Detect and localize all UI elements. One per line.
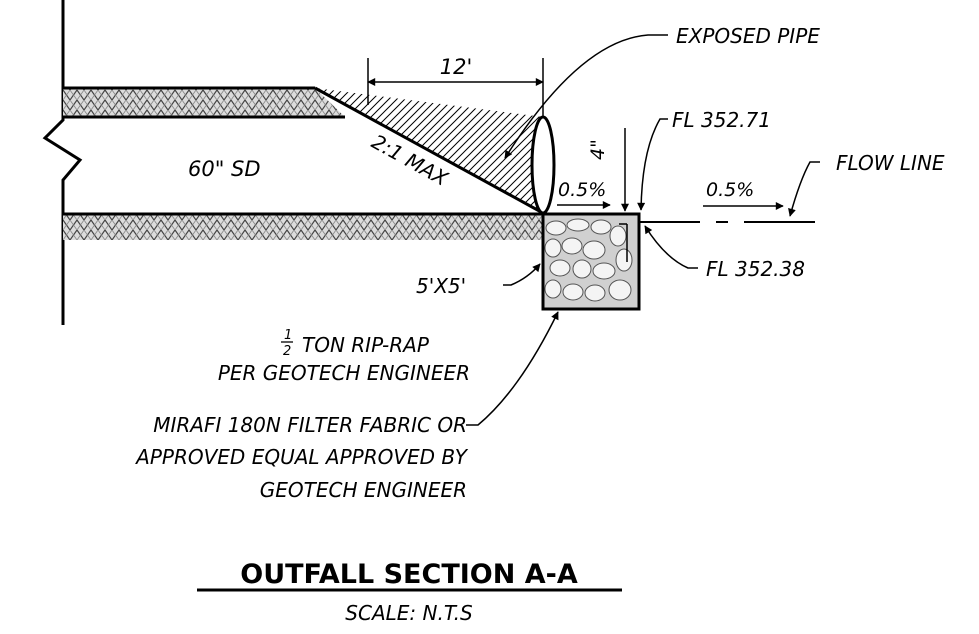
fabric-line-3: GEOTECH ENGINEER — [260, 478, 467, 502]
grade-label-left: 0.5% — [558, 179, 606, 201]
fl-top-label: FL 352.71 — [672, 108, 771, 132]
leader-flow-line — [788, 161, 820, 217]
drop-label: 4" — [587, 139, 609, 160]
exposed-pipe-label: EXPOSED PIPE — [676, 24, 820, 48]
section-title: OUTFALL SECTION A-A — [240, 559, 578, 590]
leader-exposed-pipe — [504, 34, 668, 159]
grade-label-right: 0.5% — [706, 179, 754, 201]
fl-bottom-label: FL 352.38 — [706, 257, 805, 281]
pipe-top-line — [63, 86, 345, 119]
fabric-line-2: APPROVED EQUAL APPROVED BY — [134, 445, 469, 469]
leader-filter-fabric — [466, 311, 559, 426]
riprap-fraction-numerator: 1 — [284, 328, 292, 343]
leader-fl-top — [637, 118, 668, 211]
riprap-line-2: PER GEOTECH ENGINEER — [218, 361, 470, 385]
scale-note: SCALE: N.T.S — [345, 601, 473, 625]
riprap-size-label: 5'X5' — [416, 274, 466, 298]
exposed-pipe-end — [530, 115, 556, 215]
left-wall-break-line — [42, 0, 83, 325]
riprap-fraction-denominator: 2 — [283, 344, 291, 359]
leader-fl-bottom — [644, 225, 698, 269]
fabric-line-1: MIRAFI 180N FILTER FABRIC OR — [153, 413, 467, 437]
dimension-12ft — [367, 58, 544, 118]
riprap-line-1: TON RIP-RAP — [302, 333, 430, 357]
dimension-label: 12' — [440, 55, 473, 79]
upper-soil-band — [63, 88, 345, 117]
leader-riprap-size — [503, 263, 541, 286]
slope-line — [314, 86, 544, 215]
pipe-label: 60" SD — [188, 157, 261, 181]
lower-soil-band — [63, 214, 543, 240]
flow-line-label: FLOW LINE — [836, 151, 945, 175]
riprap-block — [541, 212, 641, 311]
